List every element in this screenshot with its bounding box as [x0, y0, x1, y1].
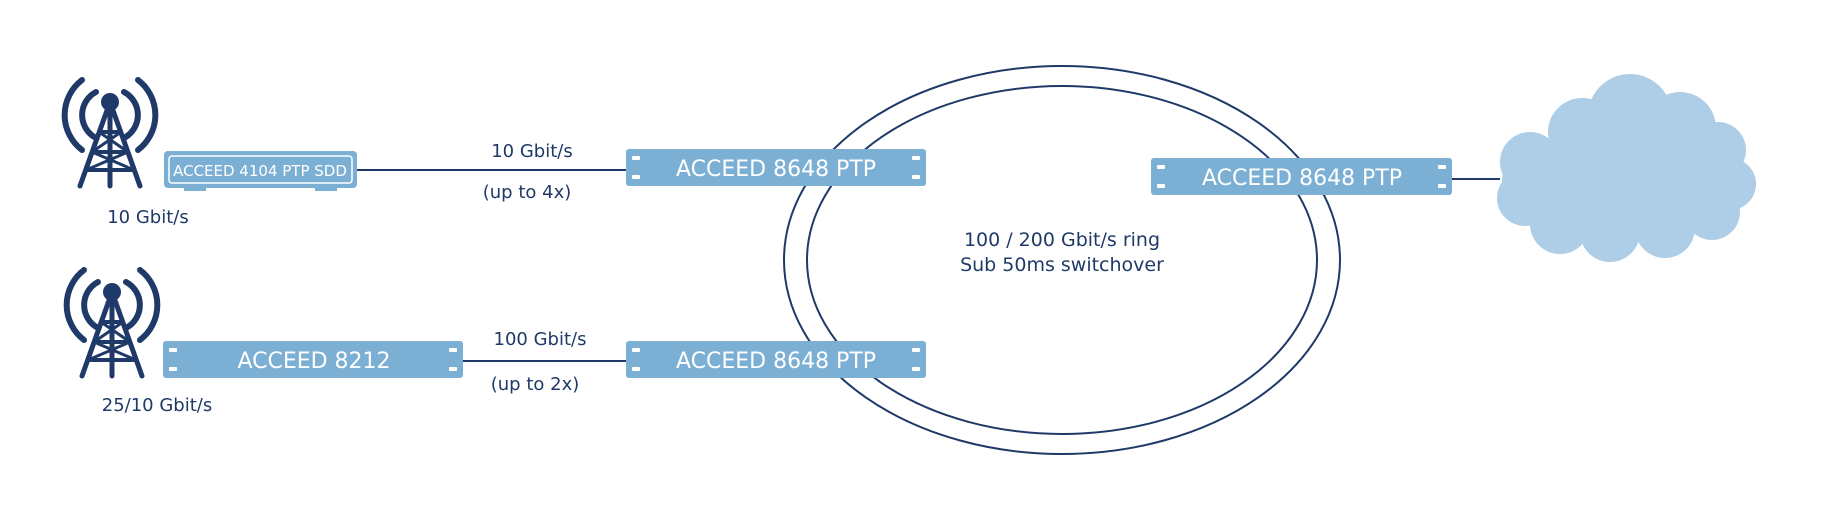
- ring-switchover-label: Sub 50ms switchover: [960, 254, 1164, 276]
- cell-tower-icon: [63, 267, 161, 379]
- device-label: ACCEED 8648 PTP: [676, 157, 876, 182]
- device-label: ACCEED 8648 PTP: [676, 349, 876, 374]
- device-acceed-8648-top: ACCEED 8648 PTP: [626, 149, 926, 186]
- link-bottom-speed: 100 Gbit/s: [494, 329, 587, 350]
- device-acceed-8648-right: ACCEED 8648 PTP: [1151, 158, 1452, 195]
- device-acceed-8648-bottom: ACCEED 8648 PTP: [626, 341, 926, 378]
- ring-outer: [783, 65, 1341, 455]
- link-top-speed: 10 Gbit/s: [491, 141, 573, 162]
- link-bottom-multiplier: (up to 2x): [491, 374, 580, 395]
- ring-capacity-label: 100 / 200 Gbit/s ring: [964, 229, 1160, 251]
- link-top-multiplier: (up to 4x): [483, 182, 572, 203]
- device-label: ACCEED 4104 PTP SDD: [173, 162, 347, 180]
- tower-bottom-speed: 25/10 Gbit/s: [102, 395, 212, 416]
- cell-tower-icon: [61, 77, 159, 189]
- device-acceed-8212: ACCEED 8212: [163, 341, 463, 378]
- ring-inner: [806, 85, 1318, 435]
- cloud-icon: [1497, 74, 1756, 262]
- device-acceed-4104: ACCEED 4104 PTP SDD: [164, 151, 357, 191]
- device-label: ACCEED 8212: [237, 349, 390, 374]
- tower-top-speed: 10 Gbit/s: [107, 207, 189, 228]
- device-label: ACCEED 8648 PTP: [1202, 166, 1402, 191]
